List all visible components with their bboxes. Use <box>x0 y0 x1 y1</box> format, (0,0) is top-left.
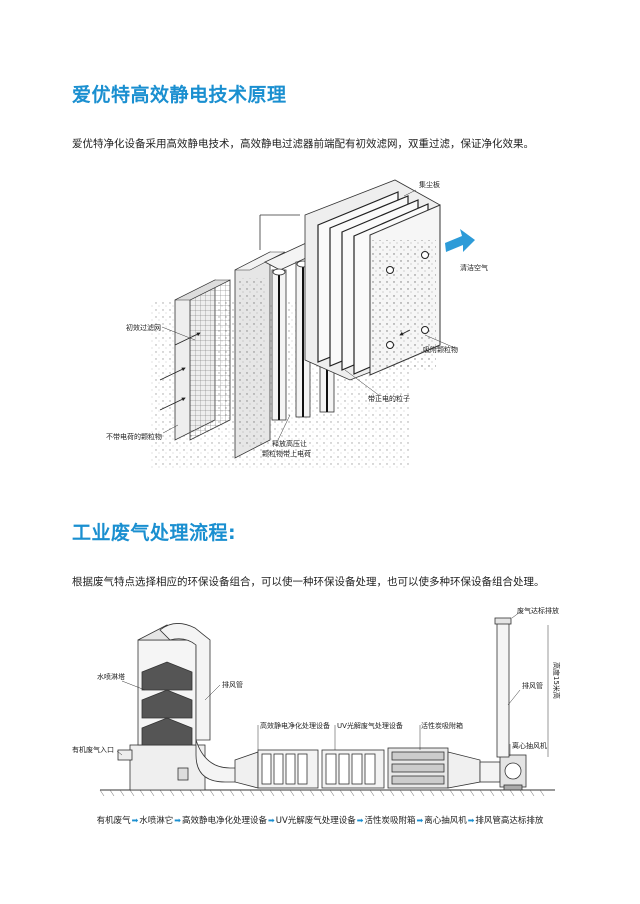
label-inlet: 有机废气入口 <box>72 745 114 754</box>
label-charged-particles: 带正电的粒子 <box>368 394 410 403</box>
label-uv: UV光解废气处理设备 <box>337 721 403 730</box>
label-uncharged: 不带电荷的颗粒物 <box>106 432 162 441</box>
label-high-voltage-2: 颗粒物带上电荷 <box>262 449 311 458</box>
label-water-spray: 水喷淋塔 <box>97 672 125 681</box>
clean-air-arrow <box>445 229 475 252</box>
label-pre-filter: 初效过滤网 <box>126 323 161 332</box>
ionizer-frame <box>234 251 286 459</box>
label-clean-air: 清洁空气 <box>460 263 488 272</box>
section1-title: 爱优特高效静电技术原理 <box>72 84 287 106</box>
arrow-right-icon: ➡ <box>131 816 139 825</box>
label-emission: 废气达标排放 <box>517 606 559 615</box>
inlet-pipe <box>117 749 133 761</box>
section1-description: 爱优特净化设备采用高效静电技术，高效静电过滤器前端配有初效滤网，双重过滤，保证净… <box>72 138 534 150</box>
flow-step: UV光解废气处理设备 <box>275 816 356 826</box>
label-dust-plate: 集尘板 <box>419 180 440 189</box>
arrow-right-icon: ➡ <box>467 816 475 825</box>
label-exhaust-pipe-left: 排风管 <box>222 680 243 689</box>
flow-step: 活性炭吸附箱 <box>364 816 416 826</box>
section2-title: 工业废气处理流程: <box>72 522 237 544</box>
centrifugal-fan <box>499 754 527 791</box>
main-duct <box>234 747 501 789</box>
label-exhaust-pipe-right: 排风管 <box>522 681 543 690</box>
flow-step: 水喷淋它 <box>139 816 174 826</box>
pre-filter-panel <box>174 279 231 441</box>
arrow-right-icon: ➡ <box>416 816 424 825</box>
label-high-voltage-1: 释放高压让 <box>272 439 307 448</box>
flow-step: 离心抽风机 <box>424 816 467 826</box>
section2-description: 根据废气特点选择相应的环保设备组合，可以使一种环保设备处理，也可以使多种环保设备… <box>72 576 545 588</box>
dust-plate-stack <box>304 179 441 381</box>
flow-step: 排风管高达标排放 <box>475 816 544 826</box>
flow-step: 有机废气 <box>96 816 131 826</box>
flow-step: 高效静电净化处理设备 <box>182 816 268 826</box>
label-fan: 离心抽风机 <box>512 741 547 750</box>
label-height: 高度15米高 <box>552 662 561 699</box>
arrow-right-icon: ➡ <box>268 816 275 825</box>
ground-line <box>99 789 555 797</box>
arrow-right-icon: ➡ <box>174 816 181 825</box>
spray-tower <box>129 624 206 791</box>
chimney <box>494 617 512 758</box>
label-adsorbed: 吸附颗粒物 <box>423 345 458 354</box>
label-carbon: 活性炭吸附箱 <box>421 721 463 730</box>
arrow-right-icon: ➡ <box>356 816 364 825</box>
label-esp: 高效静电净化处理设备 <box>260 721 330 730</box>
process-flow-summary: 有机废气➡水喷淋它➡高效静电净化处理设备➡UV光解废气处理设备➡活性炭吸附箱➡离… <box>0 814 640 826</box>
